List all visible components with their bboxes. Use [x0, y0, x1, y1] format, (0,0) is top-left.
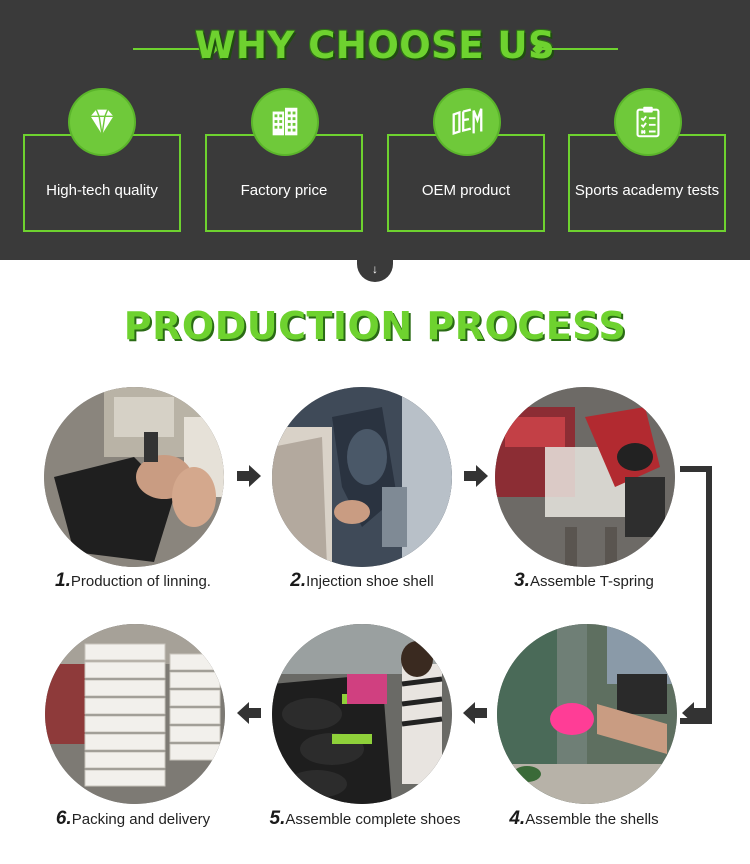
step-3-caption: 3.Assemble T-spring [464, 570, 704, 592]
step-label: Assemble complete shoes [285, 811, 461, 828]
step-1-photo [44, 387, 224, 567]
step-number: 3. [514, 570, 530, 591]
feature-card-tests: Sports academy tests [568, 134, 726, 232]
step-label: Production of linning. [70, 573, 211, 590]
building-icon [253, 90, 317, 154]
oem-icon [435, 90, 499, 154]
step-number: 2. [290, 570, 307, 591]
scroll-down-tab: ↓ [357, 252, 393, 282]
feature-label: High-tech quality [46, 182, 158, 199]
feature-label: Sports academy tests [574, 182, 720, 199]
arrow-left-icon [680, 700, 708, 726]
step-4-photo [497, 624, 677, 804]
arrow-left-icon [235, 700, 263, 726]
step-label: Packing and delivery [71, 811, 211, 828]
step-6-photo [45, 624, 225, 804]
step-number: 4. [509, 808, 526, 829]
step-3-photo [495, 387, 675, 567]
arrow-right-icon [462, 463, 490, 489]
feature-label: Factory price [240, 182, 328, 199]
diamond-icon [70, 90, 134, 154]
step-number: 5. [269, 808, 286, 829]
arrow-left-icon [461, 700, 489, 726]
step-4-caption: 4.Assemble the shells [464, 808, 704, 830]
step-label: Assemble T-spring [529, 573, 654, 590]
flow-connector-line [680, 466, 712, 724]
arrow-right-icon [235, 463, 263, 489]
step-5-photo [272, 624, 452, 804]
step-2-photo [272, 387, 452, 567]
step-1-caption: 1.Production of linning. [13, 570, 253, 592]
step-label: Assemble the shells [525, 811, 659, 828]
step-number: 6. [55, 808, 72, 829]
clipboard-check-icon [616, 90, 680, 154]
step-6-caption: 6.Packing and delivery [13, 808, 253, 830]
step-label: Injection shoe shell [306, 573, 434, 590]
why-choose-us-title: WHY CHOOSE US [194, 24, 556, 67]
production-process-title: PRODUCTION PROCESS [123, 304, 627, 348]
title-divider-left [133, 48, 213, 50]
step-5-caption: 5.Assemble complete shoes [245, 808, 485, 830]
title-divider-right [538, 48, 618, 50]
step-2-caption: 2.Injection shoe shell [242, 570, 482, 592]
step-number: 1. [55, 570, 71, 591]
feature-label: OEM product [421, 182, 511, 199]
